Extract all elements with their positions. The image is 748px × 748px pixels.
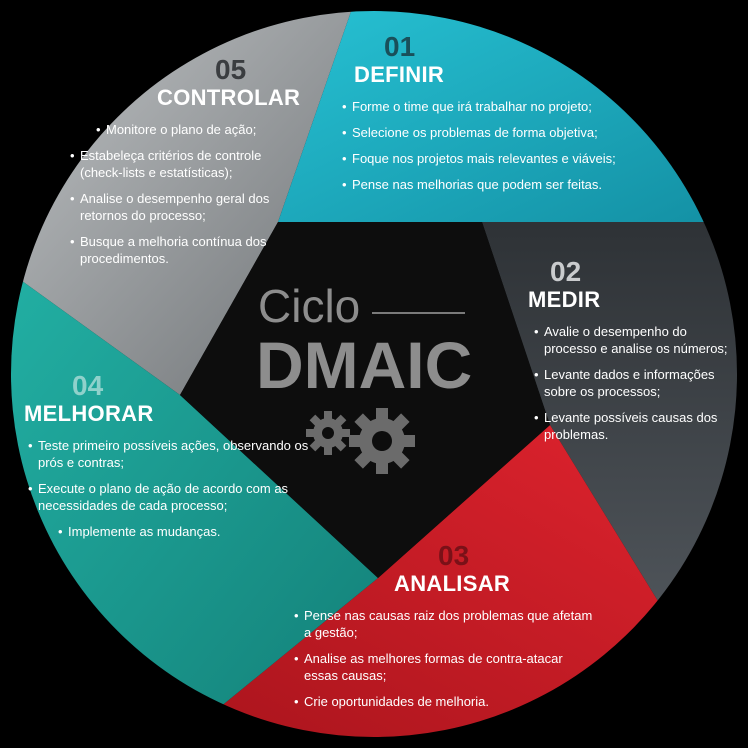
list-item: Selecione os problemas de forma objetiva… xyxy=(342,124,660,141)
list-item: Busque a melhoria contínua dos procedime… xyxy=(70,233,290,267)
step-title: DEFINIR xyxy=(354,62,445,87)
step-items: Avalie o desempenho do processo e analis… xyxy=(534,323,738,443)
center-title-ciclo: Ciclo xyxy=(258,280,361,332)
step-controlar: 05 CONTROLAR Monitore o plano de ação; E… xyxy=(70,54,301,276)
step-analisar: 03 ANALISAR Pense nas causas raiz dos pr… xyxy=(290,541,600,719)
list-item: Analise as melhores formas de contra-ata… xyxy=(294,650,600,684)
center-title-dmaic: DMAIC xyxy=(256,328,473,402)
step-title: MELHORAR xyxy=(24,401,154,426)
list-item: Crie oportunidades de melhoria. xyxy=(294,693,600,710)
list-item: Implemente as mudanças. xyxy=(58,523,314,540)
step-title: ANALISAR xyxy=(394,571,511,596)
step-items: Forme o time que irá trabalhar no projet… xyxy=(342,98,660,193)
step-number: 02 xyxy=(550,256,582,287)
step-title: MEDIR xyxy=(528,287,601,312)
step-title: CONTROLAR xyxy=(157,85,301,110)
list-item: Monitore o plano de ação; xyxy=(96,121,290,138)
list-item: Avalie o desempenho do processo e analis… xyxy=(534,323,738,357)
step-items: Monitore o plano de ação; Estabeleça cri… xyxy=(70,121,290,267)
list-item: Analise o desempenho geral dos retornos … xyxy=(70,190,290,224)
list-item: Estabeleça critérios de controle (check-… xyxy=(70,147,290,181)
list-item: Pense nas melhorias que podem ser feitas… xyxy=(342,176,660,193)
step-melhorar: 04 MELHORAR Teste primeiro possíveis açõ… xyxy=(24,371,314,549)
step-number: 03 xyxy=(438,540,470,571)
step-definir: 01 DEFINIR Forme o time que irá trabalha… xyxy=(340,32,660,202)
step-number: 04 xyxy=(72,370,104,401)
list-item: Foque nos projetos mais relevantes e viá… xyxy=(342,150,660,167)
list-item: Teste primeiro possíveis ações, observan… xyxy=(28,437,314,471)
gears-icon xyxy=(306,408,415,474)
list-item: Forme o time que irá trabalhar no projet… xyxy=(342,98,660,115)
step-items: Teste primeiro possíveis ações, observan… xyxy=(28,437,314,540)
step-items: Pense nas causas raiz dos problemas que … xyxy=(294,607,600,710)
center-pentagon xyxy=(180,222,550,578)
list-item: Levante possíveis causas dos problemas. xyxy=(534,409,738,443)
list-item: Execute o plano de ação de acordo com as… xyxy=(28,480,314,514)
step-medir: 02 MEDIR Avalie o desempenho do processo… xyxy=(528,257,738,452)
step-number: 01 xyxy=(384,31,416,62)
list-item: Levante dados e informações sobre os pro… xyxy=(534,366,738,400)
step-number: 05 xyxy=(215,54,247,85)
list-item: Pense nas causas raiz dos problemas que … xyxy=(294,607,600,641)
